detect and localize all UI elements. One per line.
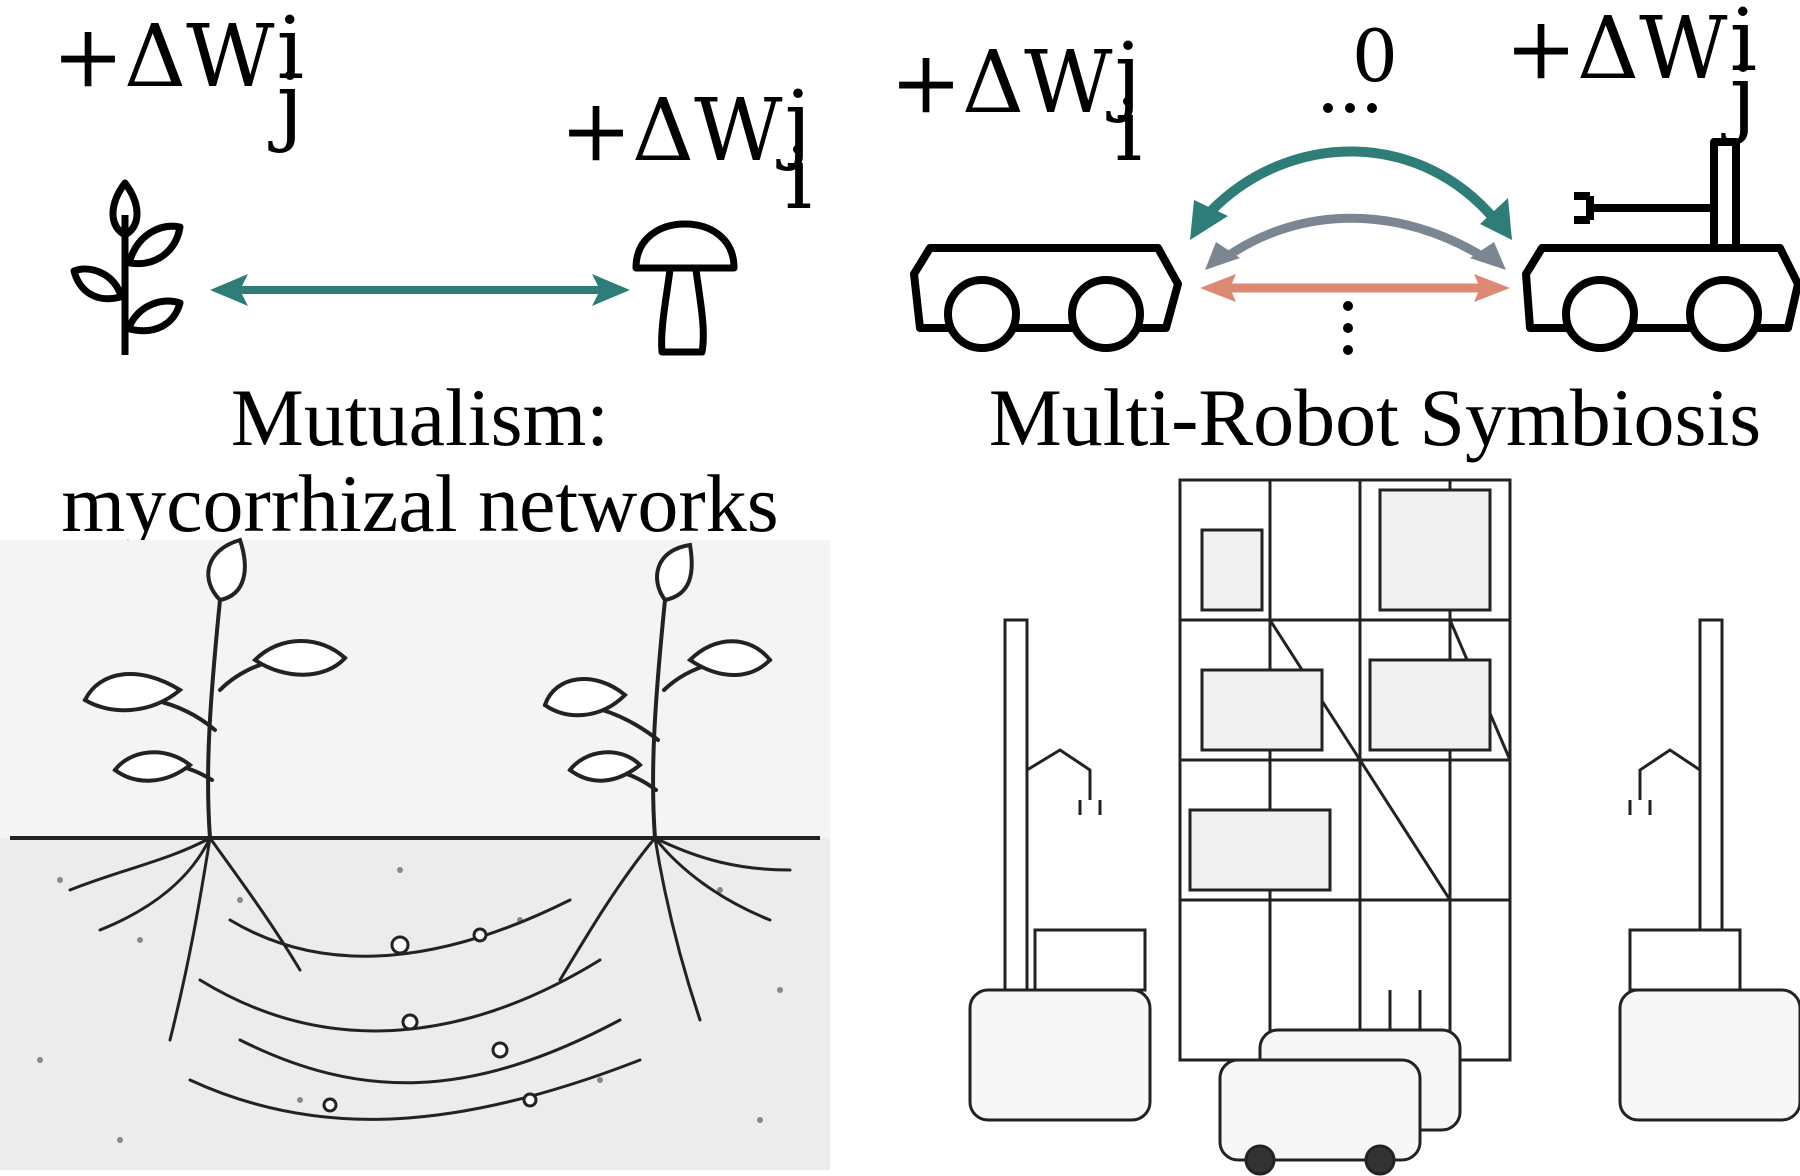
warehouse-robots-illustration	[968, 478, 1800, 1176]
sprout-icon	[70, 179, 184, 355]
mutualism-caption: Mutualism: mycorrhizal networks	[40, 372, 800, 550]
mobile-robot-icon	[910, 244, 1182, 352]
symbiosis-caption: Multi-Robot Symbiosis	[988, 372, 1762, 463]
caption-line-2: mycorrhizal networks	[61, 458, 779, 550]
mushroom-icon	[632, 220, 738, 356]
mobile-manipulator-icon	[1522, 138, 1800, 352]
upper-ellipsis-icon	[1323, 103, 1377, 113]
caption-line-1: Mutualism:	[230, 372, 610, 463]
mycorrhizal-network-illustration	[0, 537, 830, 1170]
mutualism-arrow	[210, 274, 630, 306]
neutral-gain-label: 0	[1352, 14, 1398, 98]
vertical-ellipsis-icon	[1343, 301, 1353, 355]
arrow-neutral	[1222, 213, 1488, 262]
arrow-mutual	[1206, 146, 1499, 224]
symbiosis-arrows	[1190, 146, 1512, 302]
